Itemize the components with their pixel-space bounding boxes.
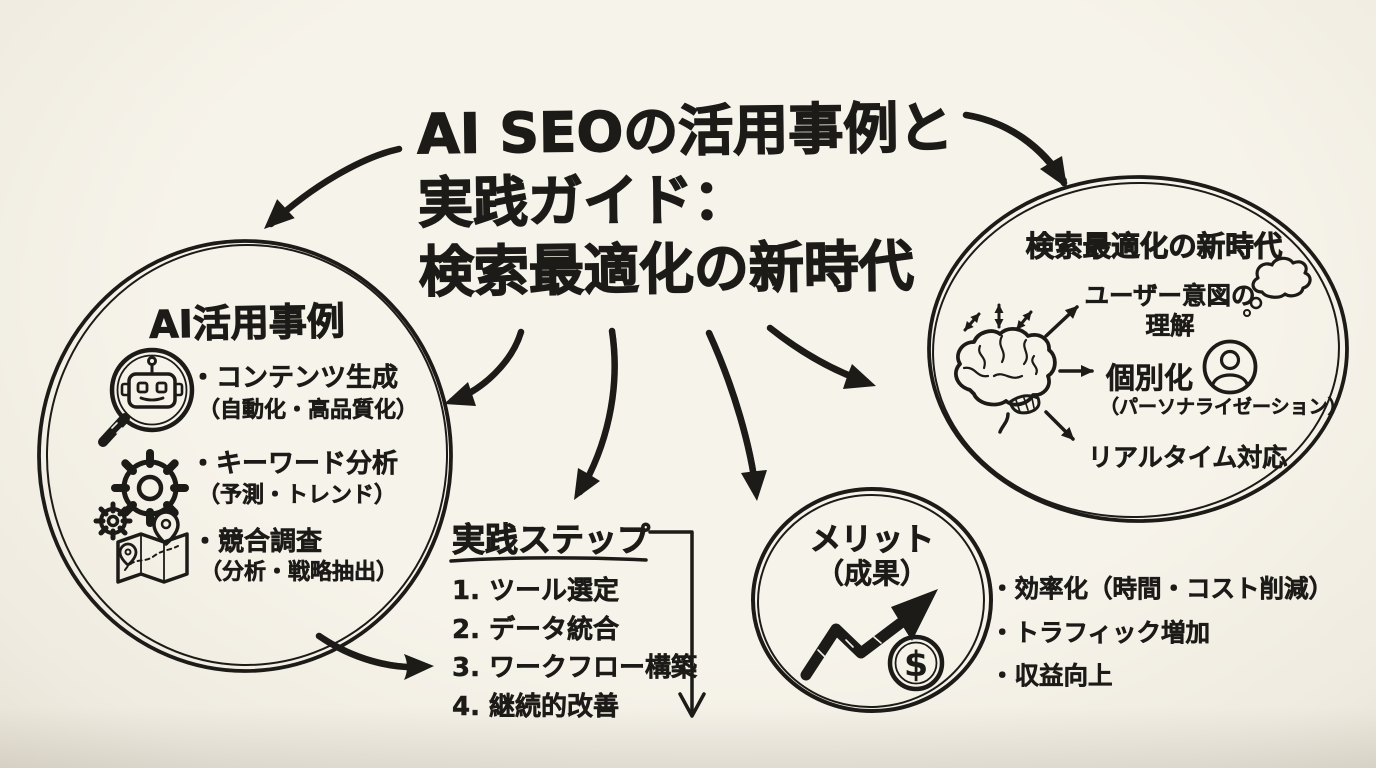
dollar-icon: $ (904, 645, 928, 685)
arrow-brain-to-user-intent (1044, 305, 1079, 338)
left-item-keyword-sub: （予測・トレンド） (198, 483, 397, 509)
left-circle-heading: AI活用事例 (148, 299, 346, 347)
brain-item-arrows (1044, 305, 1094, 441)
personalization-sub: （パーソナライゼーション） (1100, 396, 1347, 419)
user-intent-label: ユーザー意図の 理解 (1080, 281, 1260, 341)
step-4: 4. 継続的改善 (452, 691, 620, 722)
merit-circle-outline (751, 487, 993, 713)
steps-heading: 実践ステップ (452, 520, 651, 560)
arrow-title-to-left-mid (444, 328, 525, 406)
arrow-title-to-merit (705, 329, 767, 501)
merit-heading-line1: メリット (810, 522, 935, 559)
arrow-brain-to-realtime (1044, 410, 1075, 441)
robot-magnifier-icon (98, 347, 195, 447)
merit-heading-line2: （成果） (815, 557, 929, 591)
gears-icon (93, 449, 189, 541)
realtime-label: リアルタイム対応 (1088, 443, 1288, 473)
trend-chart-dollar-icon: $ (800, 589, 945, 692)
map-pins-icon (116, 510, 189, 584)
brain-activity-arrows-icon (963, 303, 1033, 332)
left-item-competitor-sub: （分析・戦略抽出） (200, 560, 399, 586)
arrow-title-to-left-circle (264, 145, 403, 229)
step-1: 1. ツール選定 (452, 576, 620, 606)
arrow-steps-down (648, 530, 706, 718)
thought-cloud-icon (1243, 256, 1312, 317)
person-avatar-icon (1202, 339, 1258, 395)
steps-list: 1. ツール選定 2. データ統合 3. ワークフロー構築 4. 継続的改善 (452, 572, 698, 726)
left-item-competitor-label: ・競合調査 (192, 527, 323, 558)
user-intent-line2: 理解 (1145, 311, 1195, 341)
benefit-revenue: ・収益向上 (990, 661, 1113, 690)
benefit-traffic: ・トラフィック増加 (990, 617, 1211, 647)
right-circle-outline (927, 175, 1349, 523)
user-intent-line1: ユーザー意図の (1084, 281, 1256, 311)
left-item-content-label: ・コンテンツ生成 (190, 363, 399, 394)
brain-icon (954, 327, 1057, 434)
left-circle-outline (37, 239, 453, 673)
arrow-title-to-right-mid (766, 324, 876, 389)
steps-underline (449, 556, 648, 563)
step-2: 2. データ統合 (452, 614, 620, 645)
page-title: AI SEOの活用事例と 実践ガイド： 検索最適化の新時代 (416, 94, 956, 308)
right-circle-heading: 検索最適化の新時代 (1025, 230, 1283, 264)
title-line-3: 検索最適化の新時代 (418, 234, 915, 305)
benefits-list: ・効率化（時間・コスト削減） ・トラフィック増加 ・収益向上 (990, 567, 1334, 698)
title-line-1: AI SEOの活用事例と (416, 95, 954, 167)
arrow-title-to-steps (574, 327, 618, 500)
arrow-title-to-right-circle (962, 111, 1068, 188)
benefit-efficiency: ・効率化（時間・コスト削減） (990, 574, 1334, 603)
personalization-label: 個別化 (1106, 361, 1194, 396)
title-line-2: 実践ガイド： (417, 167, 749, 236)
step-3: 3. ワークフロー構築 (452, 653, 698, 683)
arrow-left-circle-to-steps (315, 632, 434, 680)
left-item-content-sub: （自動化・高品質化） (198, 398, 419, 424)
left-item-keyword-label: ・キーワード分析 (190, 449, 399, 480)
